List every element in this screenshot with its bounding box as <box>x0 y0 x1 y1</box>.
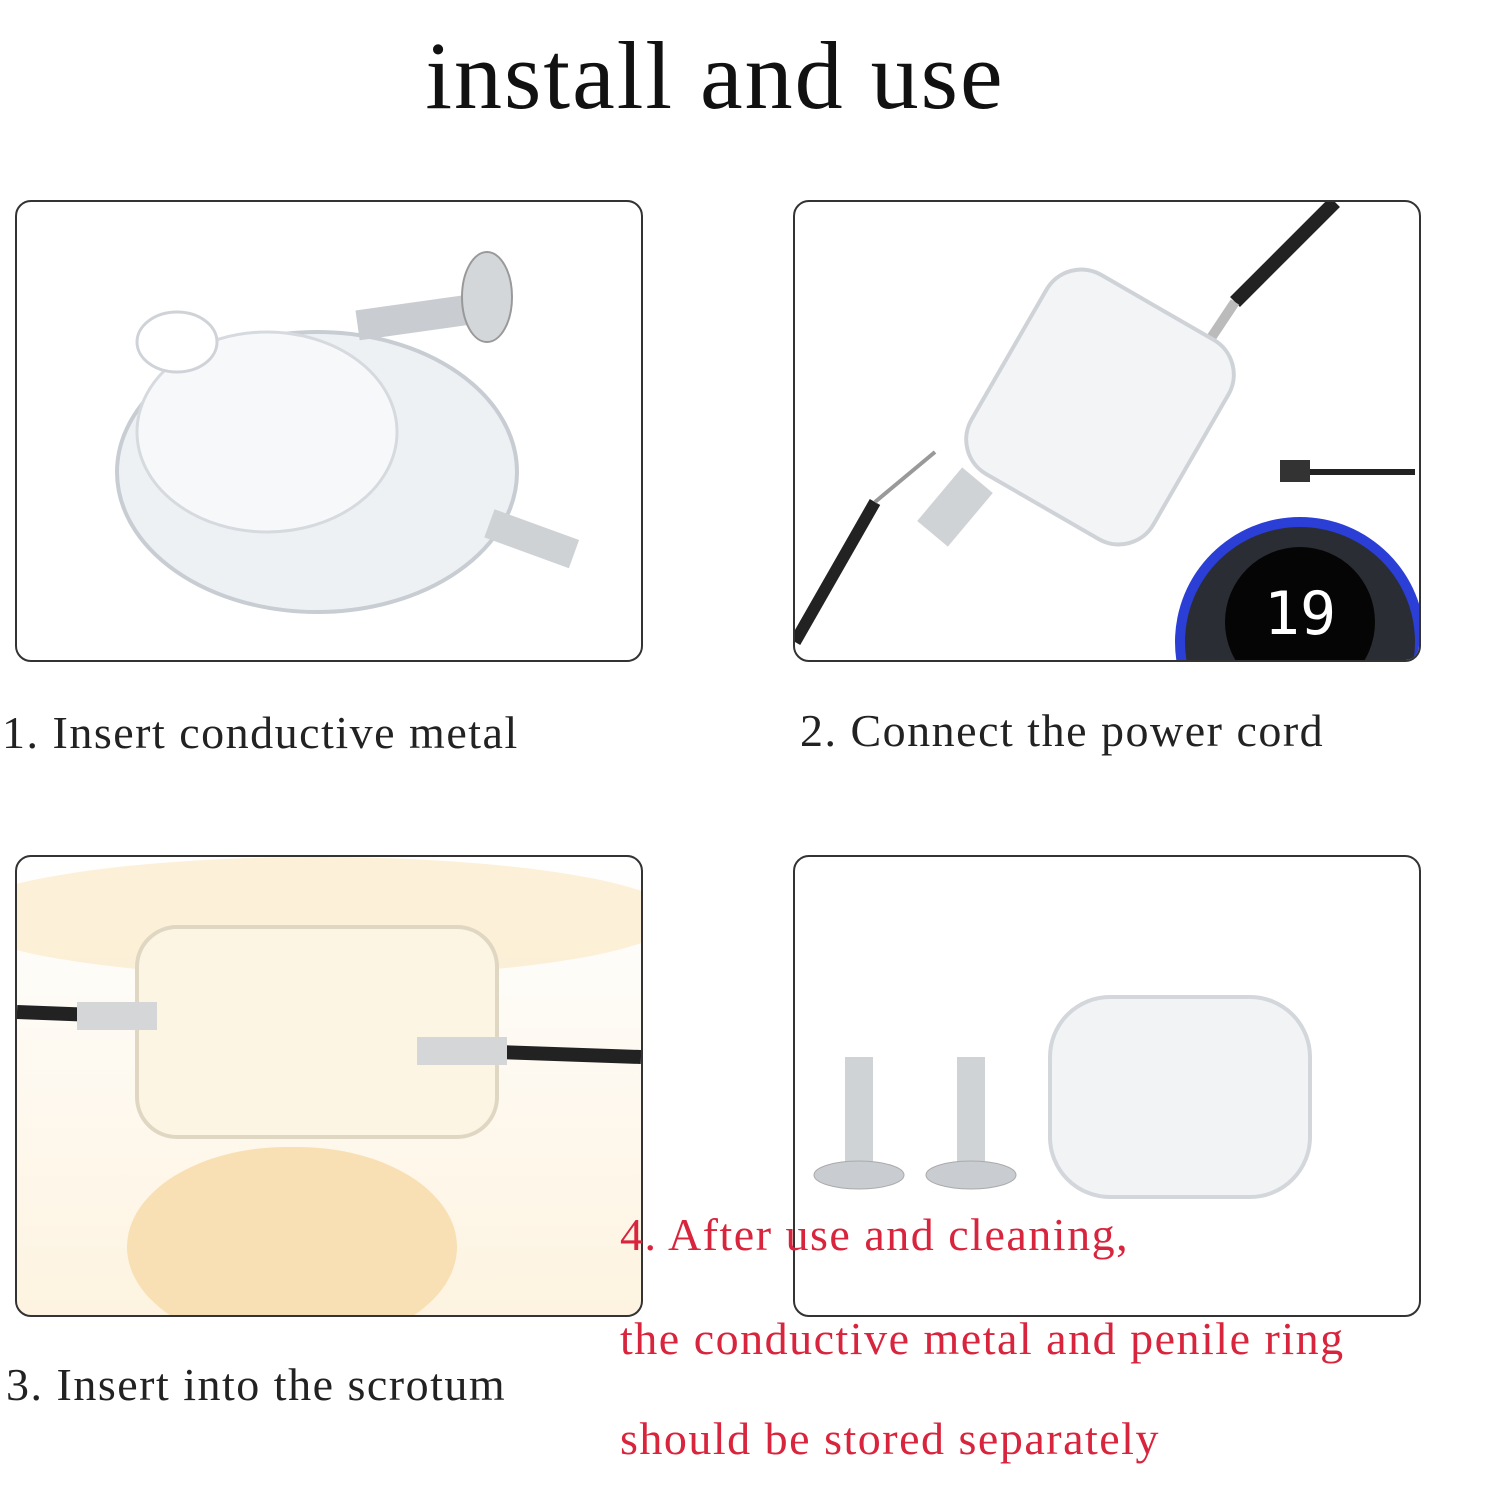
metal-pin-2 <box>925 1057 1017 1190</box>
metal-pin-top <box>355 251 513 343</box>
step-4-note-line-1: 4. After use and cleaning, <box>620 1209 1130 1260</box>
step-3-image <box>15 855 643 1317</box>
display-value: 19 <box>1264 579 1336 649</box>
step-2-image: 19 <box>793 200 1421 662</box>
page-title: install and use <box>425 22 1005 129</box>
step-4-note-line-3: should be stored separately <box>620 1413 1160 1464</box>
step-2-caption: 2. Connect the power cord <box>800 705 1325 756</box>
clear-ring <box>1048 995 1312 1199</box>
clear-ring <box>964 267 1236 547</box>
metal-pin-bottom <box>484 509 580 569</box>
step-3-caption: 3. Insert into the scrotum <box>6 1359 507 1410</box>
step-4-image <box>793 855 1421 1317</box>
step-1-caption: 1. Insert conductive metal <box>2 707 519 758</box>
metal-pin-1 <box>813 1057 905 1190</box>
step-4-note-line-2: the conductive metal and penile ring <box>620 1313 1345 1364</box>
clear-ring-illustration <box>115 310 519 614</box>
controller-display: 19 <box>1175 517 1419 660</box>
power-cord-bottom <box>795 499 881 645</box>
step-1-image <box>15 200 643 662</box>
skin-area <box>127 1147 457 1315</box>
power-cord-top <box>1230 202 1340 307</box>
clear-ring <box>135 925 499 1139</box>
